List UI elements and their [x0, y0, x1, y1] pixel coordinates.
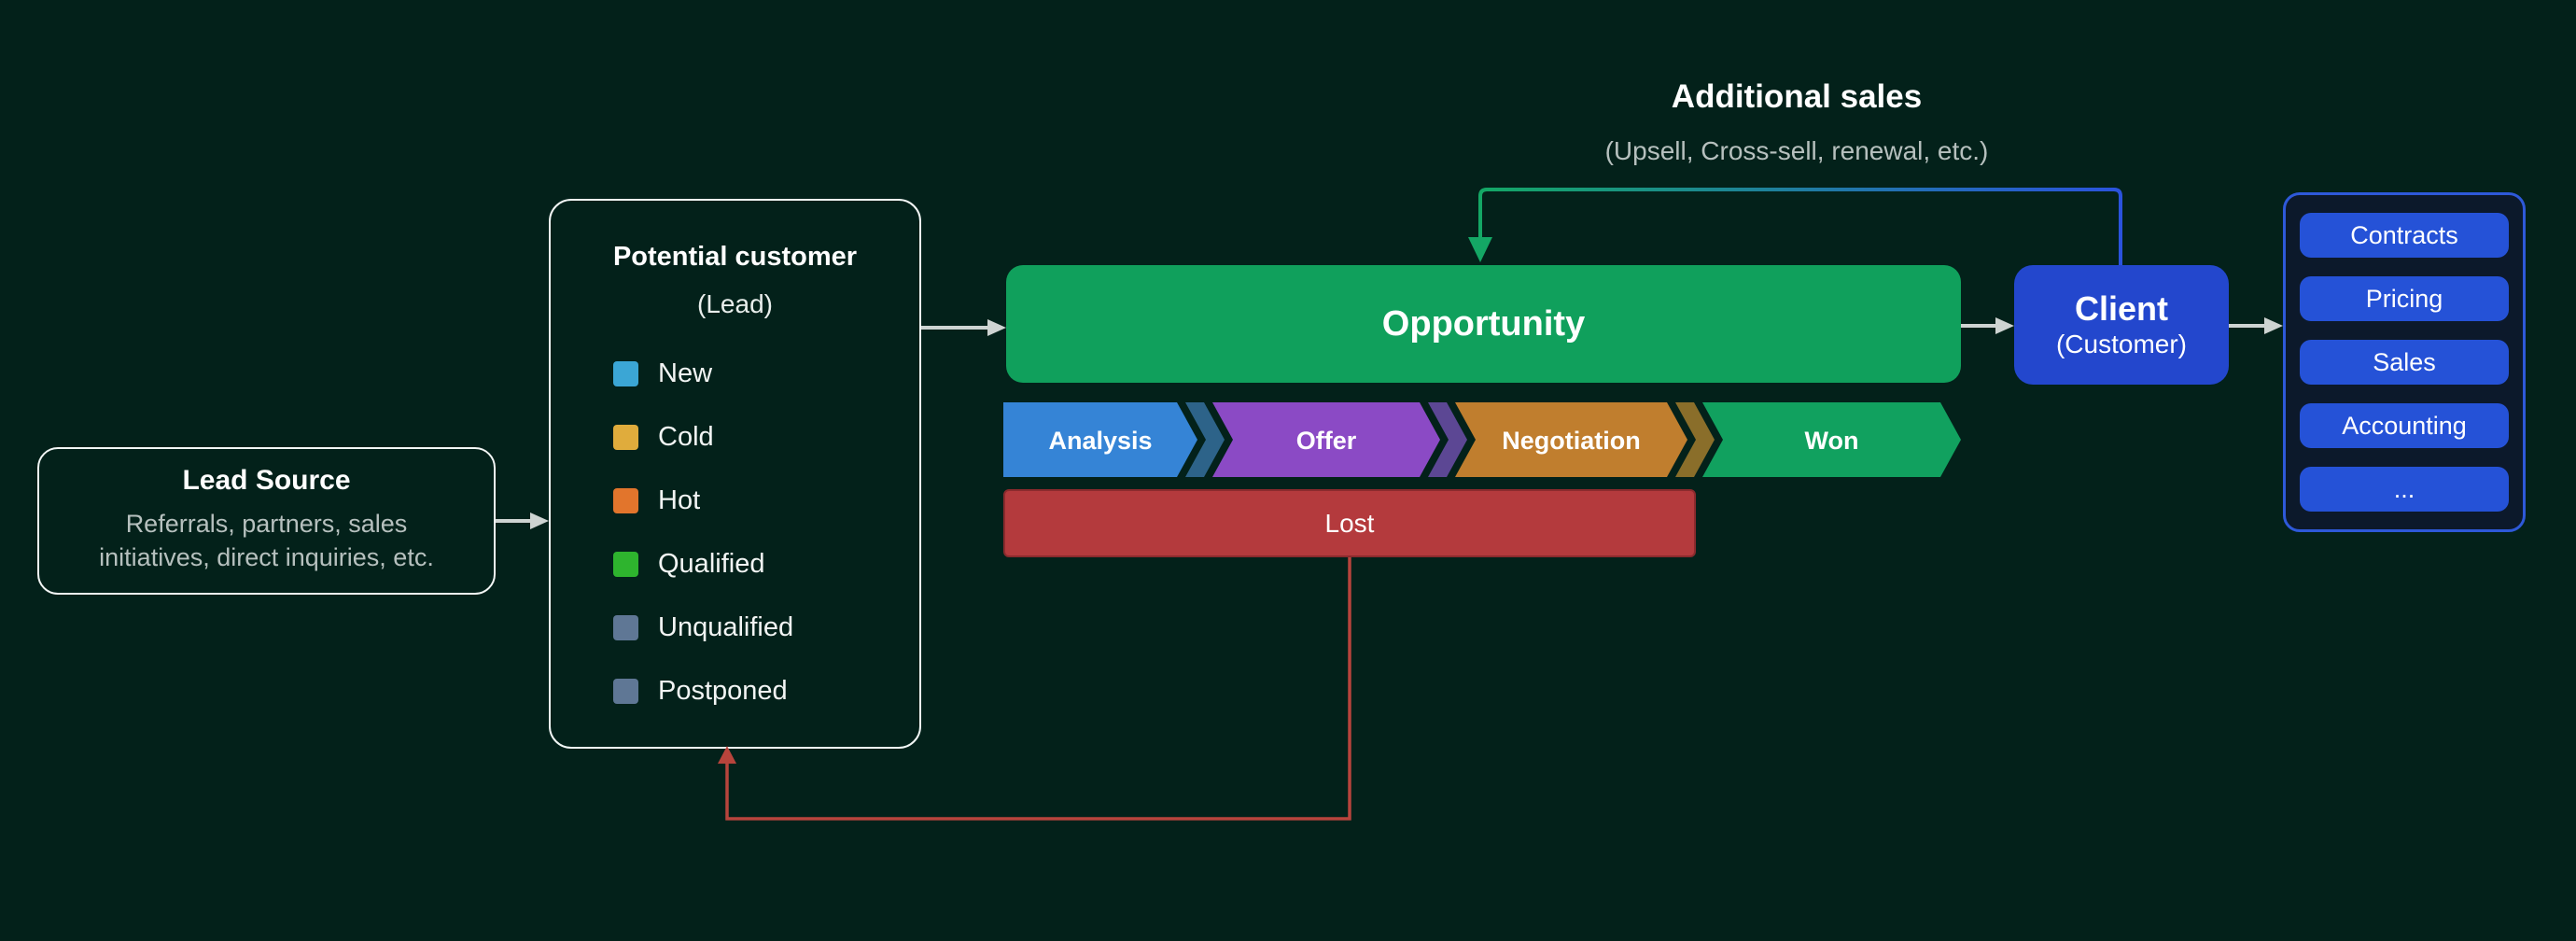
potential-to-opportunity-arrow [921, 319, 1006, 336]
arrowhead-right-icon [987, 319, 1006, 336]
client-node: Client (Customer) [2014, 265, 2229, 385]
arrowhead-right-icon [530, 513, 549, 529]
stage-negotiation [1455, 402, 1687, 477]
client-subtitle: (Customer) [2055, 330, 2187, 358]
legend-item-hot: Hot [613, 484, 793, 517]
additional-sales-heading-block: Additional sales (Upsell, Cross-sell, re… [1423, 78, 2170, 166]
opportunity-label: Opportunity [1381, 303, 1586, 344]
postponed-status-swatch-icon [613, 678, 638, 704]
legend-item-postponed: Postponed [613, 674, 793, 708]
arrowhead-down-icon [1468, 237, 1492, 262]
potential-customer-title: Potential customer [612, 242, 858, 272]
stage-offer [1212, 402, 1440, 477]
pipeline-stages: Analysis Offer Negotiation Won [1003, 402, 1961, 477]
service-pill-accounting: Accounting [2300, 403, 2509, 448]
lead-to-potential-arrow [496, 513, 549, 529]
stage-label-negotiation: Negotiation [1502, 427, 1641, 455]
stage-negotiation-echo-chevron-icon [1675, 402, 1715, 477]
legend-item-new: New [613, 357, 793, 390]
lead-source-title: Lead Source [182, 465, 351, 496]
lost-node: Lost [1003, 489, 1696, 557]
potential-customer-subtitle: (Lead) [697, 289, 773, 318]
stage-label-won: Won [1805, 427, 1859, 455]
client-to-services-arrow [2229, 317, 2283, 334]
qualified-status-swatch-icon [613, 551, 638, 577]
legend-item-cold: Cold [613, 420, 793, 454]
cold-status-label: Cold [658, 421, 714, 452]
legend-item-qualified: Qualified [613, 547, 793, 581]
stage-label-offer: Offer [1296, 427, 1357, 455]
lead-source-node: Lead Source Referrals, partners, sales i… [37, 447, 496, 595]
opportunity-to-client-arrow [1961, 317, 2014, 334]
legend-item-unqualified: Unqualified [613, 611, 793, 644]
arrowhead-right-icon [2264, 317, 2283, 334]
additional-sales-subtitle: (Upsell, Cross-sell, renewal, etc.) [1604, 136, 1989, 165]
qualified-status-label: Qualified [658, 548, 765, 579]
stage-won [1702, 402, 1961, 477]
stage-label-analysis: Analysis [1048, 427, 1152, 455]
service-pill-sales: Sales [2300, 340, 2509, 385]
client-title: Client [2074, 289, 2168, 328]
lost-label: Lost [1324, 508, 1375, 538]
new-status-swatch-icon [613, 360, 638, 386]
stage-analysis-echo-chevron-icon [1185, 402, 1225, 477]
unqualified-status-label: Unqualified [658, 611, 794, 642]
lead-source-description: Referrals, partners, sales initiatives, … [99, 510, 434, 571]
unqualified-status-swatch-icon [613, 614, 638, 640]
service-pill-contracts: Contracts [2300, 213, 2509, 258]
stage-offer-echo-chevron-icon [1428, 402, 1467, 477]
additional-sales-loop-arrow [1468, 188, 2122, 265]
service-pill-pricing: Pricing [2300, 276, 2509, 321]
additional-sales-title: Additional sales [1671, 78, 1923, 115]
arrowhead-right-icon [1995, 317, 2014, 334]
postponed-status-label: Postponed [658, 675, 788, 706]
new-status-label: New [658, 358, 713, 388]
service-pill-more: ... [2300, 467, 2509, 512]
opportunity-node: Opportunity [1006, 265, 1961, 383]
stage-analysis [1003, 402, 1197, 477]
hot-status-label: Hot [658, 485, 701, 515]
cold-status-swatch-icon [613, 424, 638, 450]
hot-status-swatch-icon [613, 487, 638, 513]
